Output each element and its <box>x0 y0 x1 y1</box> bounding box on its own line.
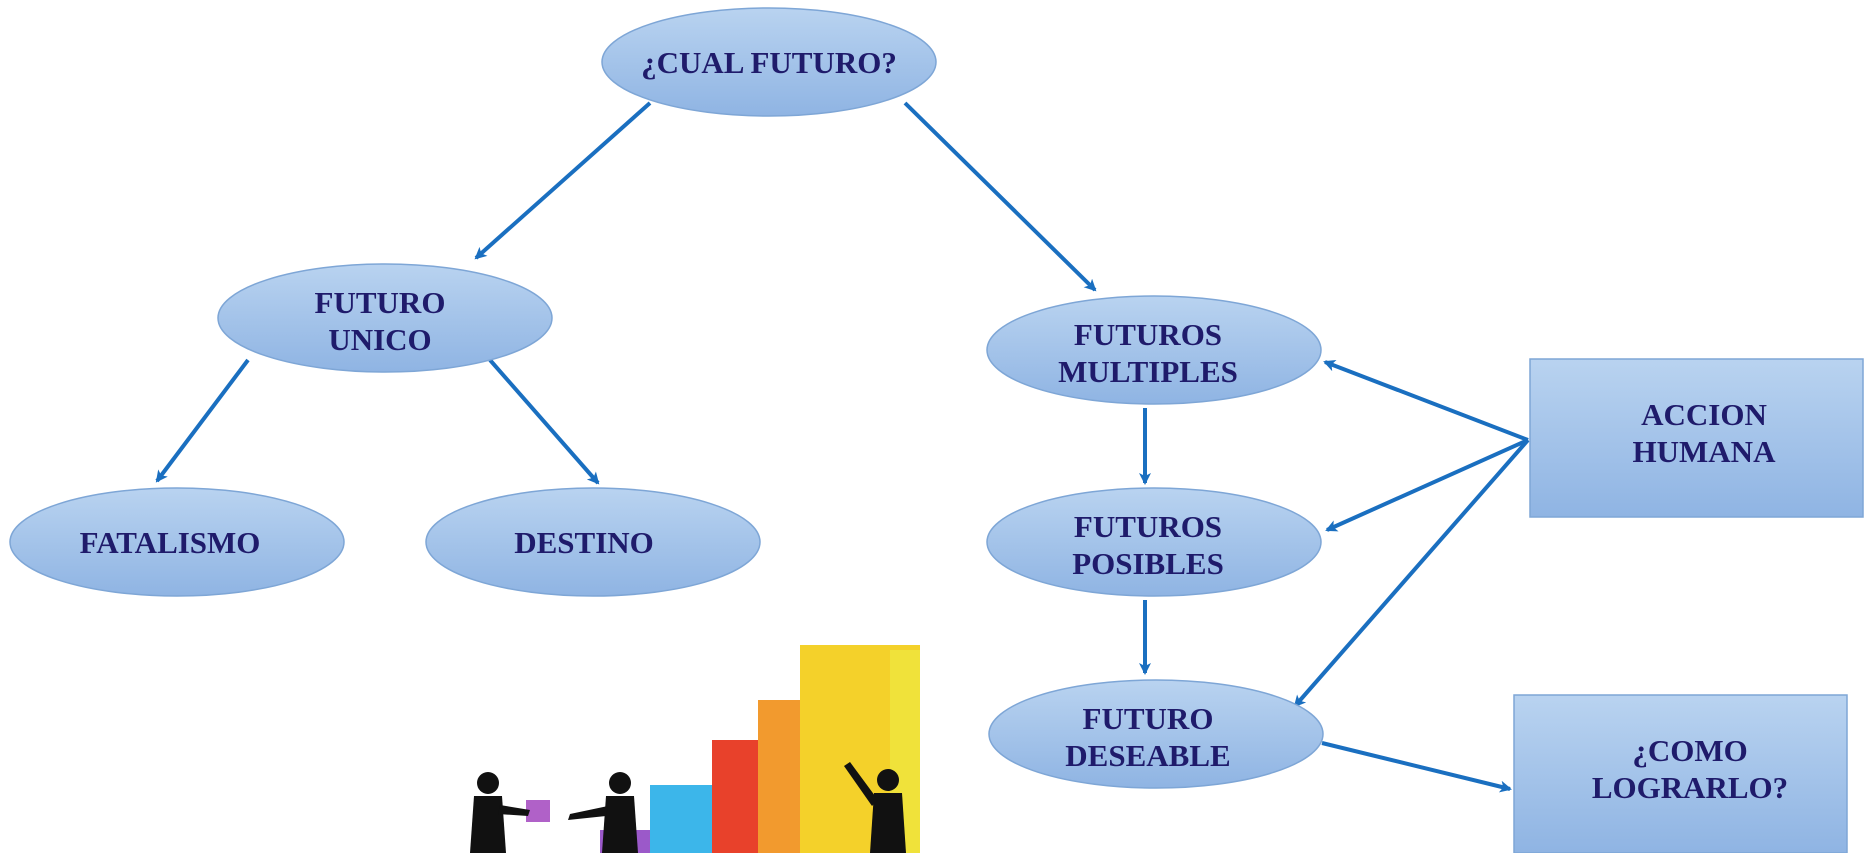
node-futuro-unico: FUTURO UNICO <box>217 263 553 373</box>
person-silhouette-middle <box>568 772 638 853</box>
arrow-accion-to-deseable <box>1293 438 1530 708</box>
arrow-accion-to-posibles <box>1325 438 1529 532</box>
node-futuros-multiples: FUTUROS MULTIPLES <box>986 295 1322 405</box>
node-futuros-multiples-line-1: FUTUROS <box>1074 317 1222 352</box>
node-futuro-deseable-line-2: DESEABLE <box>1065 738 1230 773</box>
node-accion-humana: ACCION HUMANA <box>1529 358 1864 518</box>
node-destino: DESTINO <box>425 487 761 597</box>
arrow-root-to-futuro-unico <box>474 101 652 260</box>
node-futuros-multiples-line-2: MULTIPLES <box>1058 354 1238 389</box>
node-como-lograrlo-line-2: LOGRARLO? <box>1592 770 1788 805</box>
node-futuros-posibles: FUTUROS POSIBLES <box>986 487 1322 597</box>
person-silhouette-left <box>470 772 530 853</box>
arrow-root-to-futuros-multiples <box>903 101 1097 292</box>
teamwork-steps-illustration <box>470 645 920 853</box>
arrow-deseable-to-como <box>1321 741 1512 793</box>
node-futuros-posibles-line-2: POSIBLES <box>1072 546 1224 581</box>
arrows <box>155 101 1530 793</box>
node-destino-line-1: DESTINO <box>514 525 654 560</box>
arrow-futuro-unico-to-fatalismo <box>155 358 250 483</box>
node-fatalismo: FATALISMO <box>9 487 345 597</box>
node-como-lograrlo-line-1: ¿COMO <box>1632 733 1747 768</box>
node-fatalismo-line-1: FATALISMO <box>80 525 261 560</box>
person-silhouette-right <box>844 762 906 853</box>
node-como-lograrlo: ¿COMO LOGRARLO? <box>1513 694 1848 853</box>
node-futuros-posibles-line-1: FUTUROS <box>1074 509 1222 544</box>
node-root: ¿CUAL FUTURO? <box>601 7 937 117</box>
arrow-accion-to-multiples <box>1323 359 1529 442</box>
node-futuro-unico-line-2: UNICO <box>328 322 431 357</box>
arrow-futuro-unico-to-destino <box>488 358 600 485</box>
passed-box <box>526 800 550 822</box>
node-futuro-deseable-line-1: FUTURO <box>1083 701 1214 736</box>
node-root-line-1: ¿CUAL FUTURO? <box>641 45 897 80</box>
node-accion-humana-line-2: HUMANA <box>1633 434 1777 469</box>
node-futuro-unico-line-1: FUTURO <box>315 285 446 320</box>
node-futuro-deseable: FUTURO DESEABLE <box>988 679 1324 789</box>
node-accion-humana-line-1: ACCION <box>1641 397 1767 432</box>
